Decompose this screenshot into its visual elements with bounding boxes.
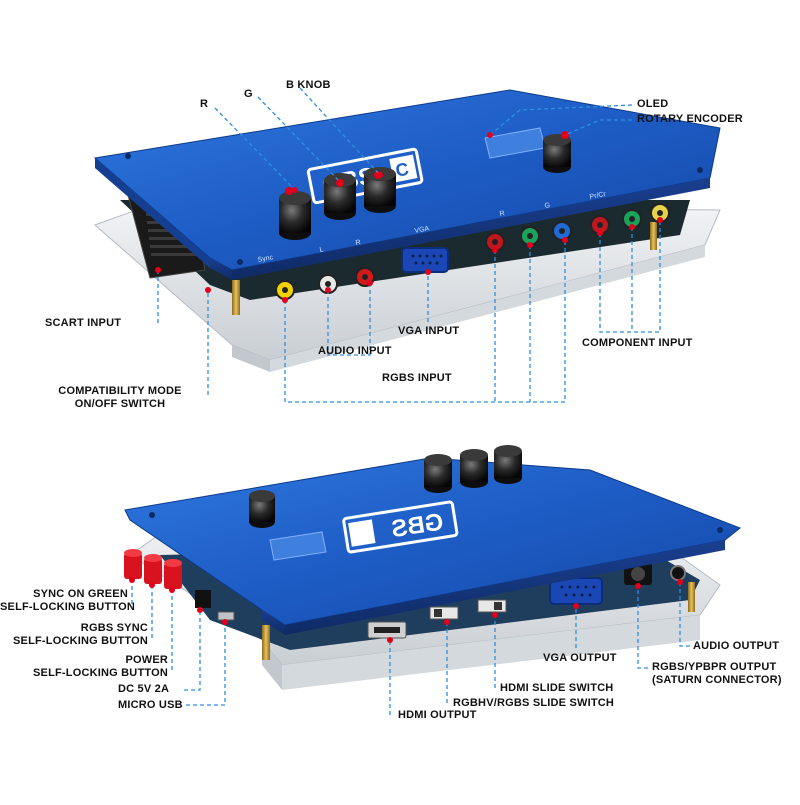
label-power-line1: POWER [125, 654, 168, 666]
label-rgbs-sync-line2: SELF-LOCKING BUTTON [13, 635, 148, 647]
rear-knob-3[interactable] [494, 445, 522, 484]
label-r: R [200, 98, 209, 110]
label-dc: DC 5V 2A [118, 683, 170, 695]
dc-jack [195, 590, 211, 608]
svg-text:L: L [319, 246, 324, 254]
b-knob[interactable] [364, 167, 396, 213]
label-oled: OLED [637, 98, 669, 110]
sync-on-green-button[interactable] [124, 549, 142, 579]
svg-text:C: C [394, 159, 411, 181]
standoff [650, 222, 657, 250]
label-rgbs-sync: RGBS SYNC SELF-LOCKING BUTTON [0, 622, 148, 648]
vga-input-port [401, 247, 449, 273]
rear-rotary-knob[interactable] [249, 490, 275, 528]
leader-dots-top [155, 132, 663, 303]
label-vga-output: VGA OUTPUT [543, 652, 617, 664]
label-sync-on-green: SYNC ON GREEN SELF-LOCKING BUTTON [0, 588, 135, 614]
label-rgbs-input: RGBS INPUT [382, 372, 452, 384]
label-rgbhv-switch: RGBHV/RGBS SLIDE SWITCH [453, 697, 615, 709]
gbs-logo-mirrored: GBS [342, 500, 459, 554]
leader-dots-bottom [129, 577, 683, 643]
label-scart-input: SCART INPUT [45, 317, 122, 329]
bottom-device: GBS [124, 445, 741, 690]
oled-display-rear [269, 531, 327, 561]
label-rgbs-out-line1: RGBS/YPBPR OUTPUT [652, 661, 777, 673]
label-hdmi-output: HDMI OUTPUT [398, 709, 477, 721]
label-rgbs-output: RGBS/YPBPR OUTPUT (SATURN CONNECTOR) [652, 661, 782, 687]
audio-output-jack [670, 565, 686, 581]
label-b-knob: B KNOB [286, 79, 331, 91]
label-rotary-encoder: ROTARY ENCODER [637, 113, 743, 125]
svg-text:R: R [355, 239, 361, 247]
leader-lines-top [157, 87, 661, 403]
label-compat-line2: ON/OFF SWITCH [74, 398, 166, 410]
label-compatibility-mode: COMPATIBILITY MODE ON/OFF SWITCH [45, 385, 195, 411]
label-compat-line1: COMPATIBILITY MODE [58, 385, 182, 397]
rgbs-sync-button[interactable] [144, 554, 162, 584]
svg-text:G: G [544, 202, 551, 210]
svg-text:R: R [499, 210, 505, 218]
label-rgbs-sync-line1: RGBS SYNC [80, 622, 148, 634]
label-power: POWER SELF-LOCKING BUTTON [0, 654, 168, 680]
svg-text:VGA: VGA [414, 225, 430, 235]
label-rgbs-out-line2: (SATURN CONNECTOR) [652, 674, 782, 686]
label-sog-line1: SYNC ON GREEN [33, 588, 128, 600]
label-hdmi-switch: HDMI SLIDE SWITCH [500, 682, 614, 694]
label-power-line2: SELF-LOCKING BUTTON [33, 667, 168, 679]
rear-knob-2[interactable] [460, 449, 488, 488]
label-sog-line2: SELF-LOCKING BUTTON [0, 601, 135, 613]
svg-text:Pr/Cr: Pr/Cr [589, 191, 607, 201]
label-vga-input: VGA INPUT [398, 325, 460, 337]
rotary-encoder-knob[interactable] [543, 131, 571, 173]
svg-text:Sync: Sync [257, 254, 274, 264]
label-audio-output: AUDIO OUTPUT [693, 640, 780, 652]
standoff [232, 280, 240, 315]
label-component-input: COMPONENT INPUT [582, 337, 693, 349]
micro-usb-port [217, 611, 235, 621]
power-button[interactable] [164, 559, 182, 589]
r-knob[interactable] [279, 187, 311, 240]
g-knob[interactable] [324, 173, 356, 220]
label-audio-input: AUDIO INPUT [318, 345, 392, 357]
label-g: G [244, 88, 253, 100]
label-micro-usb: MICRO USB [118, 699, 183, 711]
rear-knob-1[interactable] [424, 454, 452, 493]
leader-lines-bottom [131, 580, 690, 715]
